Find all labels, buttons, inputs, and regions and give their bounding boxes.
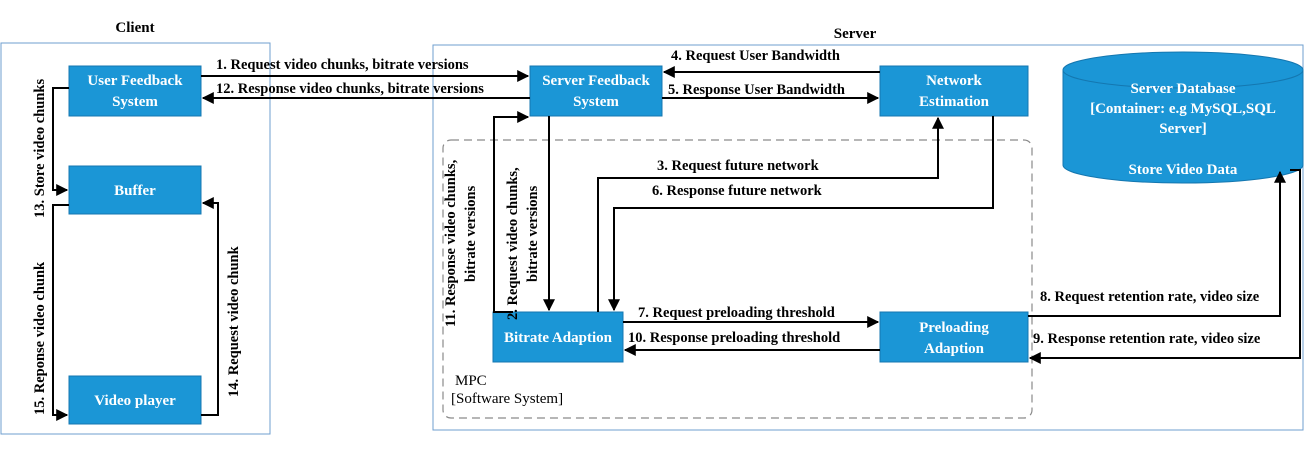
edge-2-label-line1: 2. Request video chunks, <box>505 167 521 320</box>
edge-8-arrow <box>1028 170 1286 317</box>
edge-14-arrow <box>201 197 219 416</box>
edge-4-label: 4. Request User Bandwidth <box>671 48 840 64</box>
server-database-desc: Store Video Data <box>1129 162 1238 178</box>
edge-9-arrow <box>1028 169 1301 364</box>
client-frame <box>0 42 271 435</box>
server-title: Server <box>834 26 877 42</box>
edge-12-label: 12. Response video chunks, bitrate versi… <box>216 81 484 97</box>
user-feedback-system: User Feedback System <box>68 65 202 117</box>
svg-text:Adaption: Adaption <box>924 341 985 357</box>
video-player: Video player <box>68 375 202 425</box>
edge-13-label: 13. Store video chunks <box>32 79 48 218</box>
edge-2-label-line2: bitrate versions <box>525 185 541 282</box>
server-database-title: Server Database <box>1130 81 1235 97</box>
edge-15-arrow <box>52 204 69 421</box>
svg-text:System: System <box>112 94 158 110</box>
edge-11-arrow <box>493 111 530 313</box>
edge-5-label: 5. Response User Bandwidth <box>668 82 845 98</box>
mpc-boundary <box>442 139 1033 419</box>
svg-text:Server Feedback: Server Feedback <box>542 73 650 89</box>
bitrate-adaption: Bitrate Adaption <box>492 311 624 363</box>
edge-6-arrow <box>608 116 994 312</box>
edge-11-label-line1: 11. Response video chunks, <box>443 159 459 327</box>
svg-text:Estimation: Estimation <box>919 94 990 110</box>
svg-text:Video player: Video player <box>94 393 176 409</box>
svg-text:User Feedback: User Feedback <box>87 73 183 89</box>
mpc-title: MPC <box>455 373 487 389</box>
edge-7-label: 7. Request preloading threshold <box>638 305 835 321</box>
network-estimation: Network Estimation <box>879 65 1029 117</box>
server-database-container-2: Server] <box>1159 121 1206 137</box>
edge-6-label: 6. Response future network <box>652 183 823 199</box>
preloading-adaption: Preloading Adaption <box>879 311 1029 363</box>
server-database-container: [Container: e.g MySQL,SQL <box>1090 101 1276 117</box>
svg-text:System: System <box>573 94 619 110</box>
svg-text:Preloading: Preloading <box>919 320 989 336</box>
edge-13-arrow <box>52 87 69 196</box>
buffer: Buffer <box>68 165 202 215</box>
edge-1-label: 1. Request video chunks, bitrate version… <box>216 57 469 73</box>
edge-15-label: 15. Reponse video chunk <box>32 261 48 415</box>
svg-text:Network: Network <box>926 73 982 89</box>
server-database: Server Database [Container: e.g MySQL,SQ… <box>1062 51 1304 184</box>
client-title: Client <box>115 20 154 36</box>
edge-11-label-line2: bitrate versions <box>463 185 479 282</box>
svg-text:Bitrate Adaption: Bitrate Adaption <box>504 330 613 346</box>
edge-14-label: 14. Request video chunk <box>226 245 242 397</box>
edge-8-label: 8. Request retention rate, video size <box>1040 289 1260 305</box>
edge-3-arrow <box>597 116 944 312</box>
edge-10-label: 10. Response preloading threshold <box>628 330 840 346</box>
mpc-type: [Software System] <box>451 391 563 407</box>
edge-3-label: 3. Request future network <box>657 158 820 174</box>
edge-9-label: 9. Response retention rate, video size <box>1033 331 1261 347</box>
server-frame <box>432 44 1304 431</box>
server-feedback-system: Server Feedback System <box>529 65 663 117</box>
svg-text:Buffer: Buffer <box>114 183 156 199</box>
